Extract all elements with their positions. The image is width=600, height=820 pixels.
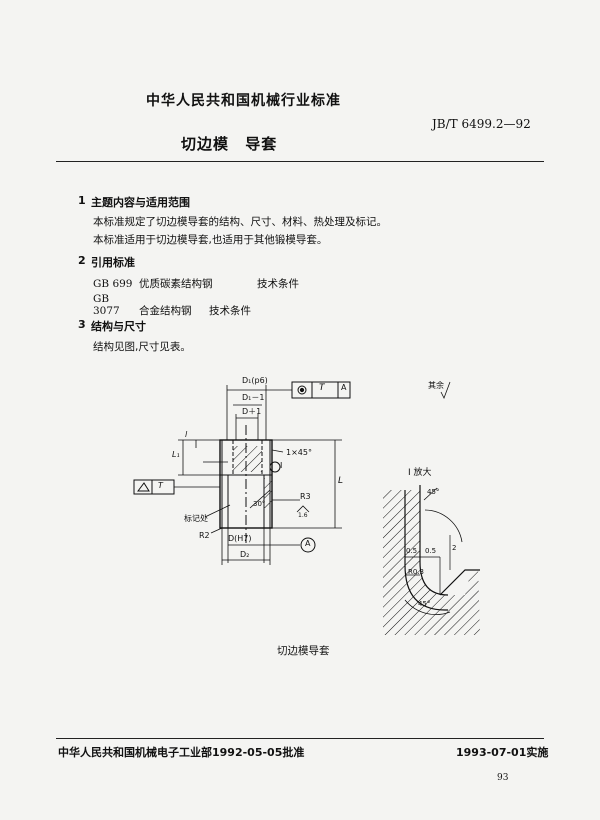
- reference-code: GB 699: [93, 278, 133, 290]
- left-dimensions: [178, 439, 228, 476]
- label-d1-minus-1: D₁－1: [242, 393, 265, 402]
- label-d2: D₂: [240, 550, 250, 559]
- label-l1: L₁: [172, 450, 180, 459]
- section-3-title: 结构与尺寸: [91, 320, 146, 333]
- guide-bush-drawing: [133, 381, 480, 635]
- issuing-org-title: 中华人民共和国机械行业标准: [146, 93, 341, 109]
- bottom-dimensions: [221, 528, 300, 565]
- label-rest-roughness: 其余: [428, 381, 444, 390]
- section-3-number: 3: [78, 318, 86, 331]
- section-1-paragraph-2: 本标准适用于切边模导套,也适用于其他锻模导套。: [93, 234, 328, 246]
- chamfer-leader: [271, 449, 284, 453]
- datum-a-circle: [300, 537, 316, 553]
- roughness-mark: [296, 505, 310, 513]
- mark-leader: [204, 504, 231, 518]
- label-length-l: L: [338, 476, 344, 486]
- label-dim-0-5-right: 0.5: [425, 547, 437, 555]
- reference-row: GB 699 优质碳素结构钢 技术条件: [93, 276, 299, 291]
- section-1-number: 1: [78, 194, 86, 207]
- reference-desc: 技术条件: [257, 278, 299, 290]
- label-d1-p6: D₁(p6): [242, 376, 268, 385]
- reference-row: GB 3077 合金结构钢 技术条件: [93, 293, 251, 318]
- datum-a-letter: A: [305, 539, 311, 548]
- surface-roughness-symbol: [440, 381, 451, 399]
- page-number: 93: [497, 773, 509, 783]
- section-3-paragraph-1: 结构见图,尺寸见表。: [93, 341, 191, 353]
- r2-leader: [210, 527, 223, 534]
- position-tolerance-frame: [291, 381, 351, 399]
- section-1-title: 主题内容与适用范围: [91, 196, 190, 209]
- approval-statement: 中华人民共和国机械电子工业部1992-05-05批准: [58, 746, 305, 759]
- section-2-number: 2: [78, 254, 86, 267]
- label-r0-3: R0.3: [408, 568, 424, 576]
- detail-marker-circle: [269, 461, 281, 473]
- label-dim-2: 2: [452, 544, 457, 552]
- label-r2: R2: [199, 531, 210, 540]
- perpendicularity-letter-t: T: [158, 481, 163, 490]
- detail-marker-label: I: [280, 461, 283, 470]
- standard-code: JB/T 6499.2—92: [432, 117, 531, 131]
- tolerance-datum-a: A: [341, 383, 347, 392]
- header-rule: [56, 161, 544, 162]
- label-roughness-1-6: 1.6: [298, 512, 308, 519]
- reference-name: 合金结构钢: [139, 305, 192, 317]
- bush-body: [219, 425, 273, 545]
- document-title: 切边模 导套: [181, 135, 278, 153]
- perpendicularity-frame: [133, 479, 220, 495]
- label-d-plus-1: D＋1: [242, 407, 262, 416]
- figure-caption: 切边模导套: [277, 645, 330, 657]
- detail-view: [383, 485, 480, 635]
- label-angle-45-bottom: 45°: [418, 600, 431, 608]
- implementation-date: 1993-07-01实施: [456, 746, 549, 759]
- label-angle-45-top: 45°: [427, 488, 440, 496]
- label-dim-0-5-left: 0.5: [406, 547, 418, 555]
- detail-view-title: I 放大: [408, 468, 432, 478]
- angle-leader: [249, 489, 271, 509]
- reference-code: GB 3077: [93, 293, 120, 317]
- footer-rule: [56, 738, 544, 739]
- reference-desc: 技术条件: [209, 305, 251, 317]
- label-mark-location: 标记处: [184, 514, 208, 523]
- section-1-paragraph-1: 本标准规定了切边模导套的结构、尺寸、材料、热处理及标记。: [93, 216, 387, 228]
- label-chamfer: 1×45°: [286, 448, 312, 457]
- reference-name: 优质碳素结构钢: [139, 278, 213, 290]
- label-r3: R3: [300, 492, 311, 501]
- length-dimension: [272, 439, 342, 529]
- tolerance-letter-t: T: [319, 383, 325, 393]
- label-l-small: l: [185, 430, 188, 439]
- section-2-title: 引用标准: [91, 256, 135, 269]
- top-dimensions: [226, 385, 292, 440]
- label-d-h7: D(H7): [228, 534, 252, 543]
- label-angle-30: 30°: [253, 500, 266, 508]
